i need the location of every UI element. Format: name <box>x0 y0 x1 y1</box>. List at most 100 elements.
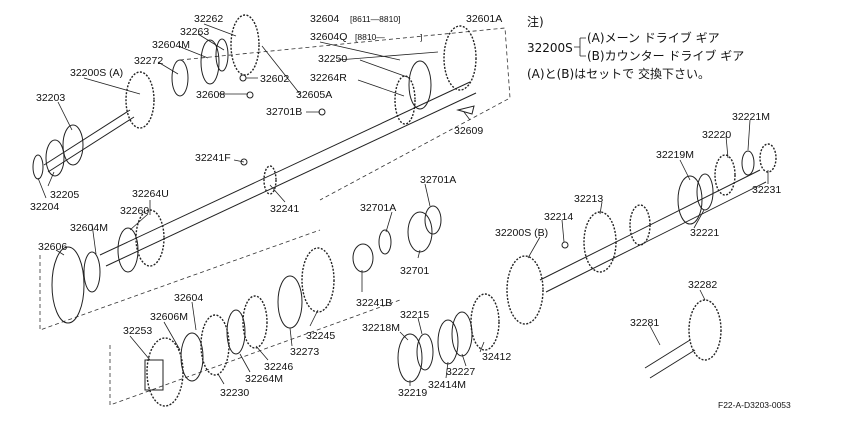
ring-32221 <box>696 173 714 211</box>
ring-32701A-right <box>424 205 442 235</box>
label-32414M: 32414M <box>428 379 466 391</box>
label-32605A: 32605A <box>296 89 332 101</box>
label-32241B: 32241B <box>356 297 392 309</box>
reverse-idler-assembly <box>644 299 722 379</box>
label-32264U: 32264U <box>132 188 169 200</box>
label-32609: 32609 <box>454 125 483 137</box>
label-32241: 32241 <box>270 203 299 215</box>
sleeve-32606M <box>146 337 184 407</box>
mainshaft-assembly <box>51 25 477 324</box>
label-32204: 32204 <box>30 201 59 213</box>
washer-32701 <box>407 211 433 253</box>
label-32227: 32227 <box>446 366 475 378</box>
part-labels: 32262 32263 32604M 32272 32200S (A) 3220… <box>30 13 781 399</box>
note-bracket <box>574 37 586 57</box>
bearing-32205 <box>45 139 65 177</box>
label-32215: 32215 <box>400 309 429 321</box>
gear-32246 <box>242 295 268 349</box>
ring-32414M <box>437 319 459 365</box>
label-32262: 32262 <box>194 13 223 25</box>
sleeve-32606 <box>51 246 85 324</box>
bearing-32220 <box>714 154 736 196</box>
label-32260: 32260 <box>120 205 149 217</box>
cone-32272 <box>171 59 189 97</box>
label-32601A: 32601A <box>466 13 502 25</box>
ring-32701A-left <box>378 229 392 255</box>
reverse-gear-stack <box>397 293 500 383</box>
label-32219M: 32219M <box>656 149 694 161</box>
label-32221M: 32221M <box>732 111 770 123</box>
label-32200S-B: 32200S (B) <box>495 227 548 239</box>
snap-ring-32204 <box>32 154 44 180</box>
label-32606M: 32606M <box>150 311 188 323</box>
label-32701A-left: 32701A <box>360 202 396 214</box>
label-32272: 32272 <box>134 55 163 67</box>
label-32412: 32412 <box>482 351 511 363</box>
label-32701B: 32701B <box>266 106 302 118</box>
label-32231: 32231 <box>752 184 781 196</box>
note-assembly-number: 32200S <box>527 41 573 55</box>
label-32250: 32250 <box>318 53 347 65</box>
label-32200S-A: 32200S (A) <box>70 67 123 79</box>
sleeve-32601A <box>443 25 477 91</box>
gear-32213 <box>583 211 617 273</box>
main-drive-shaft-assembly <box>32 14 260 180</box>
label-32604Q-close: ] <box>420 32 422 42</box>
bearing-32231 <box>759 143 777 173</box>
idler-gear-32282 <box>688 299 722 361</box>
dashed-frame-lower <box>39 229 401 406</box>
bearing-32264M <box>226 309 246 355</box>
gear-32412 <box>470 293 500 351</box>
note-item-b: (B)カウンター ドライブ ギア <box>587 48 744 63</box>
label-32604Q: 32604Q <box>310 31 347 43</box>
label-32214: 32214 <box>544 211 573 223</box>
label-32205: 32205 <box>50 189 79 201</box>
label-32608: 32608 <box>196 89 225 101</box>
label-32604-low: 32604 <box>174 292 203 304</box>
key-32214 <box>561 241 569 249</box>
note-prefix: 注) <box>527 14 544 29</box>
dashed-frame-upper <box>179 27 511 201</box>
label-32604M-top: 32604M <box>152 39 190 51</box>
hub-32253 <box>144 359 164 391</box>
main-drive-gear <box>125 71 155 129</box>
label-32604M-mid: 32604M <box>70 222 108 234</box>
label-32701: 32701 <box>400 265 429 277</box>
insert-32608 <box>246 91 254 99</box>
label-32281: 32281 <box>630 317 659 329</box>
label-32264R: 32264R <box>310 72 347 84</box>
ring-32227 <box>451 311 473 357</box>
gear-32230 <box>200 314 230 376</box>
ring-32221M <box>741 150 755 176</box>
gear-32245 <box>301 247 335 313</box>
label-32253: 32253 <box>123 325 152 337</box>
drawing-code: F22-A-D3203-0053 <box>718 400 791 410</box>
label-32230: 32230 <box>220 387 249 399</box>
label-32604Q-range: [8810— <box>355 32 385 42</box>
gear-32264U <box>135 209 165 267</box>
label-32606: 32606 <box>38 241 67 253</box>
ring-32604-low <box>180 332 204 382</box>
spring-32602 <box>239 74 247 82</box>
label-32241F: 32241F <box>195 152 231 164</box>
label-32701A-right: 32701A <box>420 174 456 186</box>
lower-gear-train <box>144 205 442 407</box>
gear-section <box>629 204 651 246</box>
label-32604: 32604 <box>310 13 339 25</box>
countershaft-assembly <box>506 143 777 325</box>
label-32604-range: [8611—8810] <box>350 14 400 24</box>
sleeve-gear-32262 <box>230 14 260 76</box>
ring-32604M <box>200 39 220 85</box>
label-32220: 32220 <box>702 129 731 141</box>
washer-32215 <box>416 333 434 371</box>
label-32221: 32221 <box>690 227 719 239</box>
label-32273: 32273 <box>290 346 319 358</box>
note-remark: (A)と(B)はセットで 交換下さい。 <box>527 66 710 81</box>
idler-shaft-32281 <box>644 339 691 369</box>
bearing-32264R <box>394 75 416 125</box>
counter-drive-gear <box>506 255 544 325</box>
label-32282: 32282 <box>688 279 717 291</box>
label-32245: 32245 <box>306 330 335 342</box>
leader-lines <box>37 23 769 386</box>
